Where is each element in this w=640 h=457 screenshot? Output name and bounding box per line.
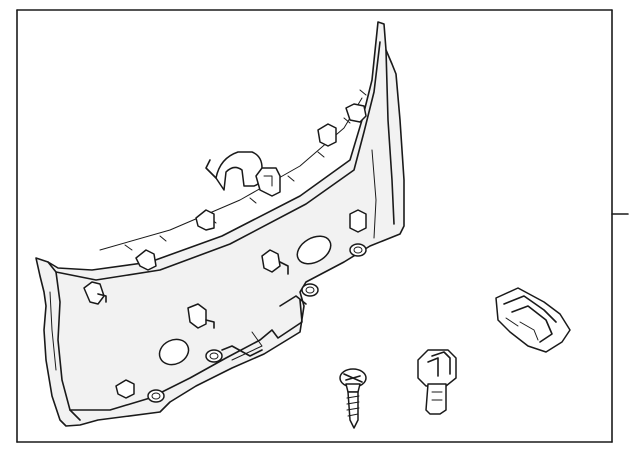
- push-clip: [417, 349, 457, 415]
- liftgate-trim-panel: [35, 21, 405, 427]
- retainer-clip: [495, 287, 571, 353]
- diagram-frame: [16, 9, 613, 443]
- panel-clip-mounts: [83, 103, 367, 403]
- screw: [339, 368, 367, 429]
